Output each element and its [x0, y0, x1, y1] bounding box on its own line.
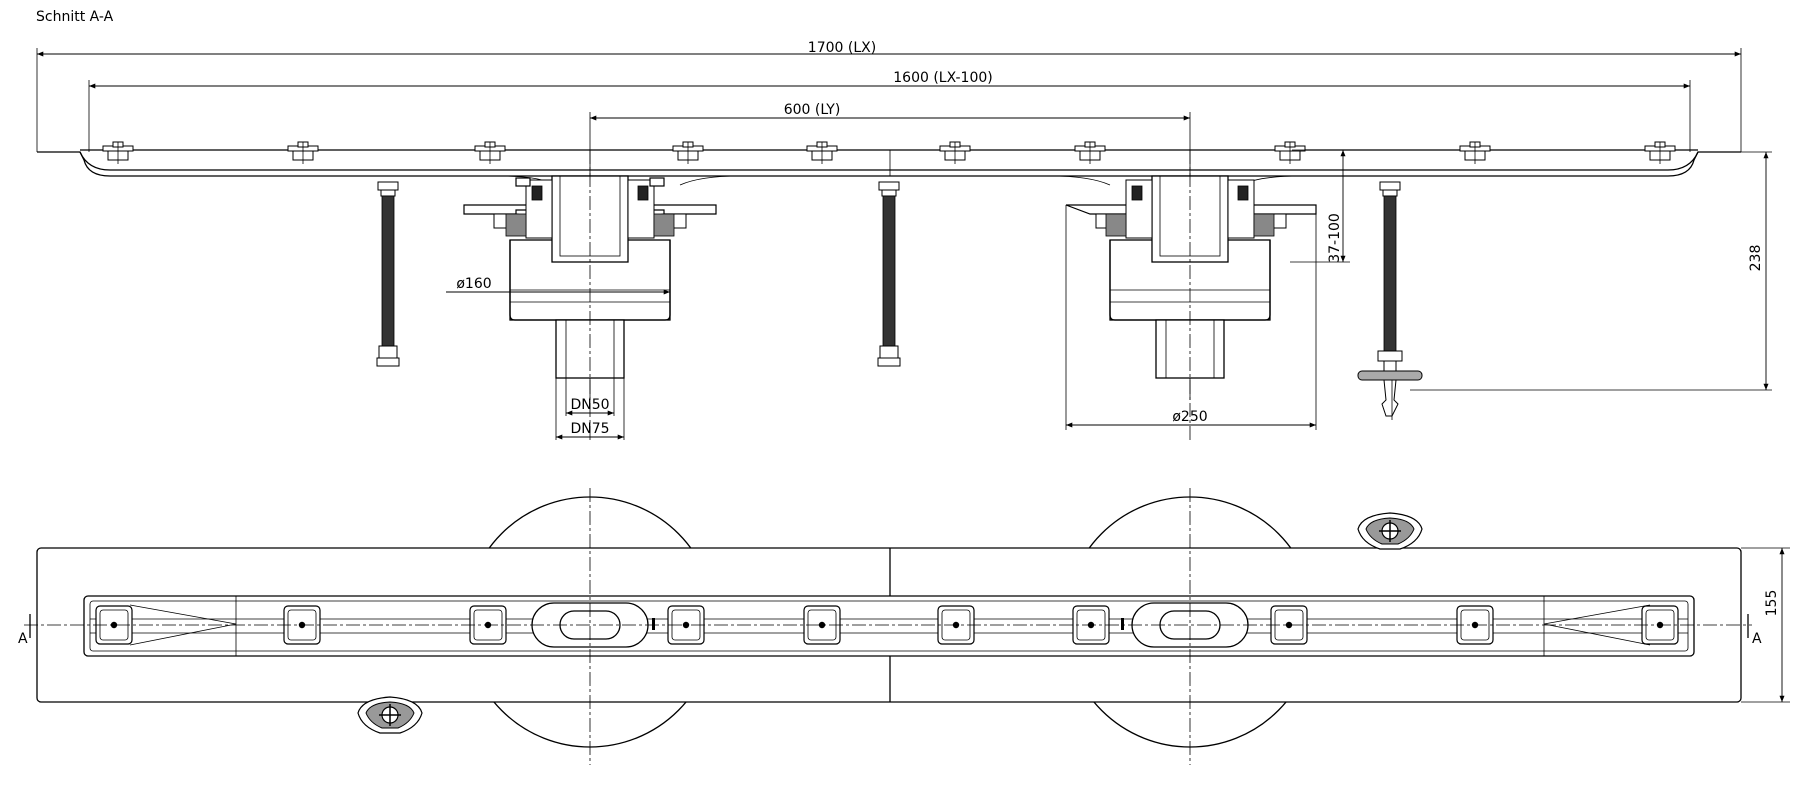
dimension-37-100: 37-100: [1290, 149, 1350, 263]
dim-dn50-label: DN50: [570, 397, 609, 413]
dimension-238: 238: [1410, 151, 1772, 391]
dimension-dia160: ø160: [446, 276, 670, 295]
foot-plate-top: [1357, 512, 1423, 550]
dim-238-label: 238: [1748, 245, 1764, 272]
dim-dn75-label: DN75: [570, 421, 609, 437]
dim-1600-label: 1600 (LX-100): [893, 70, 992, 86]
dim-1700-label: 1700 (LX): [808, 40, 876, 56]
channel-inner: [83, 595, 1695, 657]
title-label: Schnitt A-A: [36, 9, 114, 25]
dim-600-label: 600 (LY): [784, 102, 841, 118]
drain-right: [1065, 175, 1317, 379]
dimension-1600: 1600 (LX-100): [88, 70, 1691, 152]
plan-view: A A 155: [18, 488, 1790, 765]
dimension-155: 155: [1741, 547, 1790, 703]
dim-155-label: 155: [1764, 590, 1780, 617]
mounting-clips: [102, 141, 1676, 165]
threaded-rods: [376, 181, 1423, 420]
dimension-dia250: ø250: [1065, 205, 1317, 430]
section-view: 1700 (LX) 1600 (LX-100) 600 (LY): [36, 40, 1772, 440]
section-mark-right: A: [1747, 614, 1762, 647]
section-mark-left: A: [18, 614, 31, 647]
dimension-1700: 1700 (LX): [36, 40, 1742, 152]
section-mark-right-label: A: [1752, 631, 1762, 647]
dimension-dn: DN50 DN75: [555, 378, 625, 440]
channel-profile: [37, 149, 1741, 186]
foot-plate-bottom: [357, 696, 423, 734]
dim-dia250-label: ø250: [1172, 409, 1207, 425]
dim-dia160-label: ø160: [456, 276, 491, 292]
dim-37-100-label: 37-100: [1327, 213, 1343, 263]
section-mark-left-label: A: [18, 631, 28, 647]
